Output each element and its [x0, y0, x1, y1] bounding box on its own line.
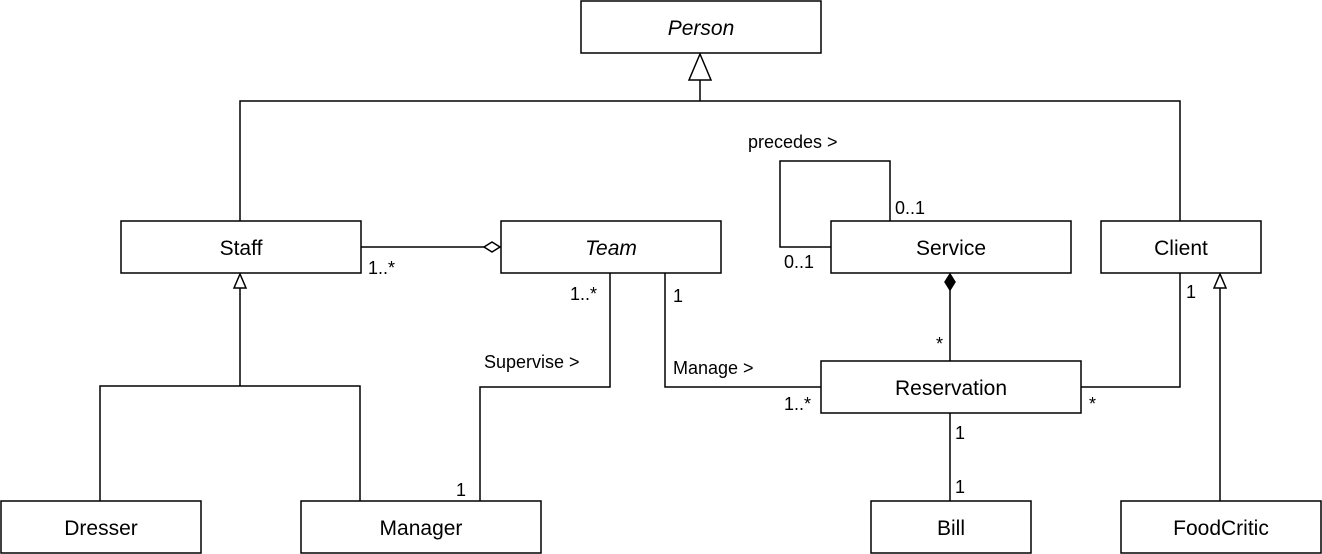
- label-manage: Manage >: [673, 358, 754, 378]
- class-service-name: Service: [916, 237, 986, 260]
- mult-reservation-bill: 1: [955, 423, 965, 443]
- generalization-arrowhead-staff: [232, 272, 248, 289]
- class-foodcritic-name: FoodCritic: [1173, 517, 1269, 540]
- mult-staff-team: 1..*: [368, 258, 395, 278]
- generalization-arrowhead-person: [687, 52, 713, 81]
- aggregation-diamond-team: [482, 241, 502, 253]
- label-supervise: Supervise >: [484, 352, 580, 372]
- mult-service-precedes-source: 0..1: [784, 252, 814, 272]
- mult-reservation-service: *: [936, 334, 943, 354]
- aggregation-staff-team: [361, 241, 502, 253]
- class-staff[interactable]: Staff: [120, 220, 362, 274]
- class-staff-name: Staff: [220, 237, 263, 260]
- association-team-supervise-manager: [479, 273, 611, 501]
- class-foodcritic[interactable]: FoodCritic: [1120, 500, 1322, 554]
- class-manager-name: Manager: [380, 517, 463, 540]
- class-dresser-name: Dresser: [64, 517, 138, 540]
- association-team-manage-reservation: [664, 273, 821, 388]
- class-manager[interactable]: Manager: [300, 500, 542, 554]
- class-bill-name: Bill: [937, 517, 965, 540]
- composition-service-reservation: [944, 272, 956, 361]
- composition-diamond-service: [944, 272, 956, 292]
- mult-manager-supervise: 1: [456, 480, 466, 500]
- generalization-foodcritic-to-client: [1212, 272, 1228, 501]
- class-bill[interactable]: Bill: [870, 500, 1032, 554]
- mult-bill-reservation: 1: [955, 477, 965, 497]
- class-person[interactable]: Person: [580, 0, 822, 54]
- class-reservation-name: Reservation: [895, 377, 1007, 400]
- generalization-arrowhead-client: [1212, 272, 1228, 289]
- association-service-precedes: [779, 160, 891, 248]
- class-client-name: Client: [1154, 237, 1208, 260]
- mult-reservation-manage: 1..*: [784, 394, 811, 414]
- class-reservation[interactable]: Reservation: [820, 360, 1082, 414]
- mult-team-supervise: 1..*: [570, 284, 597, 304]
- mult-service-precedes-target: 0..1: [895, 198, 925, 218]
- mult-team-manage: 1: [673, 286, 683, 306]
- label-precedes: precedes >: [748, 132, 838, 152]
- class-person-name: Person: [668, 17, 735, 40]
- class-service[interactable]: Service: [830, 220, 1072, 274]
- class-client[interactable]: Client: [1100, 220, 1262, 274]
- association-client-reservation: [1081, 273, 1181, 388]
- mult-reservation-client: *: [1089, 394, 1096, 414]
- mult-client-reservation: 1: [1186, 282, 1196, 302]
- generalization-staff-client-to-person: [239, 52, 1181, 221]
- class-team-name: Team: [585, 237, 637, 260]
- generalization-dresser-manager-to-staff: [99, 272, 361, 501]
- class-dresser[interactable]: Dresser: [0, 500, 202, 554]
- class-team[interactable]: Team: [500, 220, 722, 274]
